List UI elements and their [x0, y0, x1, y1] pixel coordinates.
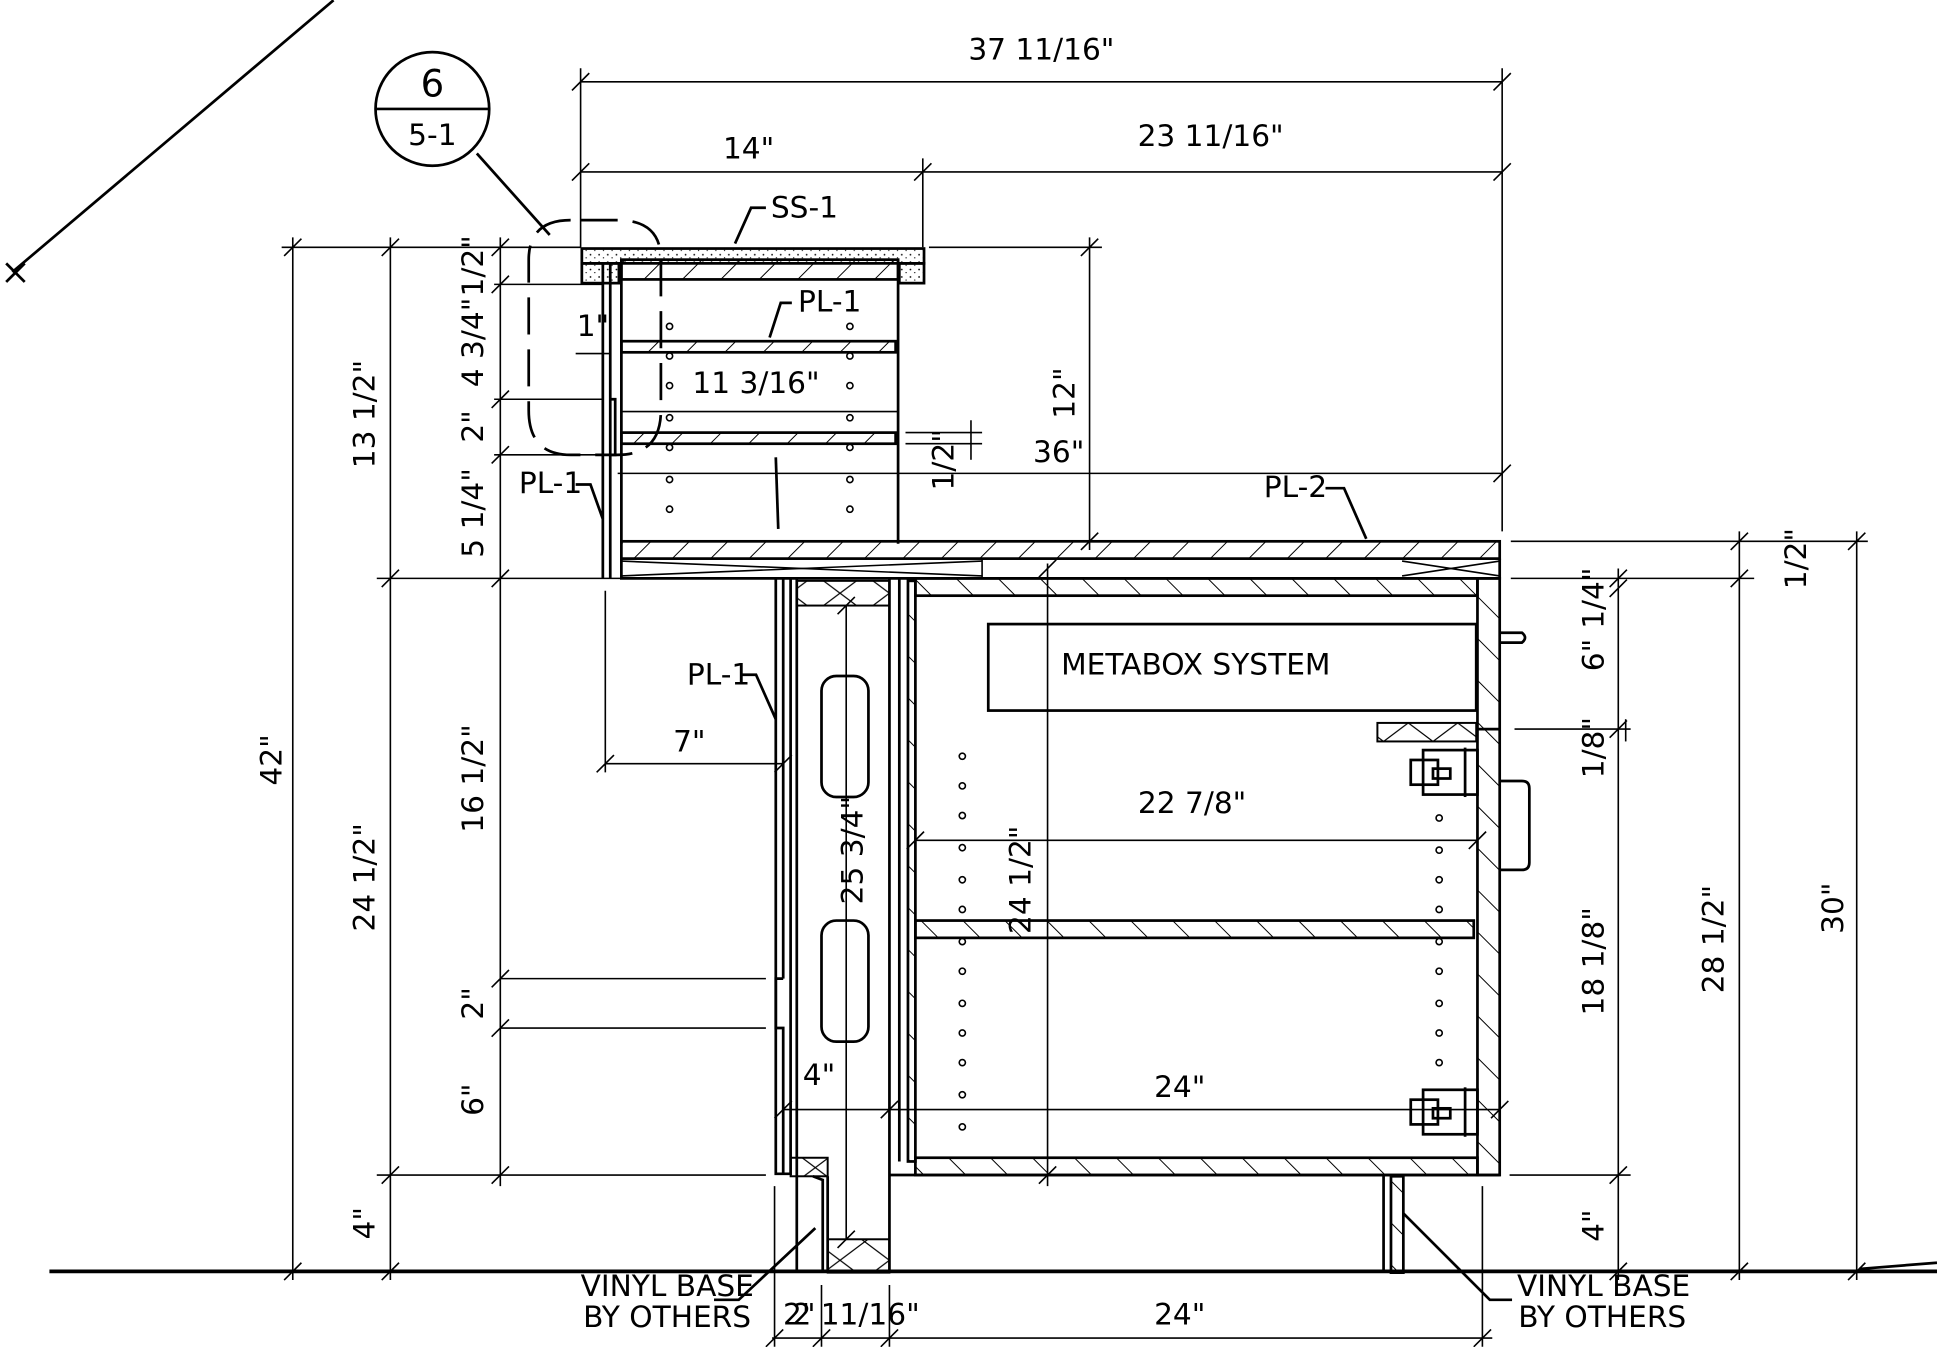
dim-1-2-top: 1/2"	[455, 235, 490, 296]
dim-11-3-16: 11 3/16"	[692, 365, 819, 400]
dim-2-11-16: 2 11/16"	[792, 1297, 919, 1332]
dim-42: 42"	[254, 734, 289, 785]
label-pl1-lower: PL-1	[687, 657, 750, 692]
dimension-lines	[281, 68, 1868, 1347]
hinge-upper	[1409, 747, 1479, 798]
dim-2-lower: 2"	[455, 987, 490, 1019]
dim-1: 1"	[577, 308, 609, 343]
dim-7: 7"	[673, 723, 705, 758]
detail-callout[interactable]: 6 5-1	[374, 50, 663, 457]
metabox-drawer	[986, 622, 1478, 712]
dim-4-left: 4"	[346, 1207, 381, 1239]
dim-24-bottom: 24"	[1154, 1297, 1205, 1332]
dim-18-1-8: 18 1/8"	[1575, 907, 1610, 1015]
dim-2-bottom: 2"	[783, 1297, 815, 1332]
dim-1-4: 1/4"	[1575, 567, 1610, 628]
label-pl1-front: PL-1	[519, 465, 582, 500]
label-pl1-upper: PL-1	[798, 284, 861, 319]
dim-30: 30"	[1815, 883, 1850, 934]
dim-12: 12"	[1047, 367, 1082, 418]
dim-2-upper: 2"	[455, 410, 490, 442]
dim-4-right: 4"	[1575, 1209, 1610, 1241]
dim-4-inner: 4"	[803, 1057, 835, 1092]
door-pull	[1499, 779, 1531, 872]
lower-shelf	[914, 919, 1476, 940]
drawer-pull	[1499, 631, 1527, 644]
material-labels: SS-1 PL-1 PL-1 PL-2 PL-1 VINYL BASE BY O…	[519, 190, 1690, 1334]
dim-1-2-right: 1/2"	[1778, 528, 1813, 589]
dim-5-1-4: 5 1/4"	[455, 468, 490, 558]
dim-14: 14"	[723, 130, 774, 165]
detail-number: 6	[421, 63, 445, 106]
dim-16-1-2: 16 1/2"	[455, 724, 490, 832]
upper-shelf-2	[620, 431, 897, 446]
dim-4-3-4: 4 3/4"	[455, 298, 490, 388]
lower-cabinet: METABOX SYSTEM	[774, 577, 1531, 1274]
detail-sheet: 5-1	[408, 117, 456, 152]
dim-13-1-2: 13 1/2"	[346, 360, 381, 468]
floor-line	[49, 1261, 1937, 1274]
dim-24-1-2-inner: 24 1/2"	[1002, 826, 1037, 934]
label-vinyl-base-right-1: VINYL BASE	[1517, 1268, 1690, 1303]
shelf-pin-holes-lower	[958, 752, 1444, 1131]
countertop-assembly	[580, 247, 1502, 580]
hinge-lower	[1409, 1087, 1479, 1137]
dim-25-3-4: 25 3/4"	[834, 796, 869, 904]
dim-22-7-8: 22 7/8"	[1138, 785, 1246, 820]
metabox-label: METABOX SYSTEM	[1061, 647, 1330, 682]
work-surface-pl2	[620, 539, 1502, 560]
dim-1-8: 1/8"	[1575, 717, 1610, 778]
section-cut-line	[5, 0, 335, 283]
dimension-text: 37 11/16" 14" 23 11/16" 36" 11 3/16" 1" …	[254, 32, 1850, 1332]
shelf-pin-holes-upper	[665, 322, 854, 514]
access-slot-upper	[820, 674, 870, 799]
detail-cloud	[527, 218, 663, 457]
label-ss1: SS-1	[771, 190, 838, 225]
upper-shelf-1	[620, 339, 897, 354]
dim-24-inner: 24"	[1154, 1069, 1205, 1104]
dim-6-left: 6"	[455, 1083, 490, 1115]
label-vinyl-base-left-2: BY OTHERS	[583, 1299, 751, 1334]
dim-6-right: 6"	[1575, 639, 1610, 671]
dim-1-2-shelf: 1/2"	[926, 429, 961, 490]
label-vinyl-base-left-1: VINYL BASE	[581, 1268, 754, 1303]
dim-24-1-2-left: 24 1/2"	[346, 823, 381, 931]
label-vinyl-base-right-2: BY OTHERS	[1518, 1299, 1686, 1334]
dim-23-11-16: 23 11/16"	[1138, 118, 1284, 153]
dim-28-1-2: 28 1/2"	[1695, 885, 1730, 993]
dim-36: 36"	[1033, 434, 1084, 469]
dim-37-11-16: 37 11/16"	[968, 32, 1114, 67]
label-pl2: PL-2	[1264, 469, 1327, 504]
access-slot-lower	[820, 919, 870, 1043]
